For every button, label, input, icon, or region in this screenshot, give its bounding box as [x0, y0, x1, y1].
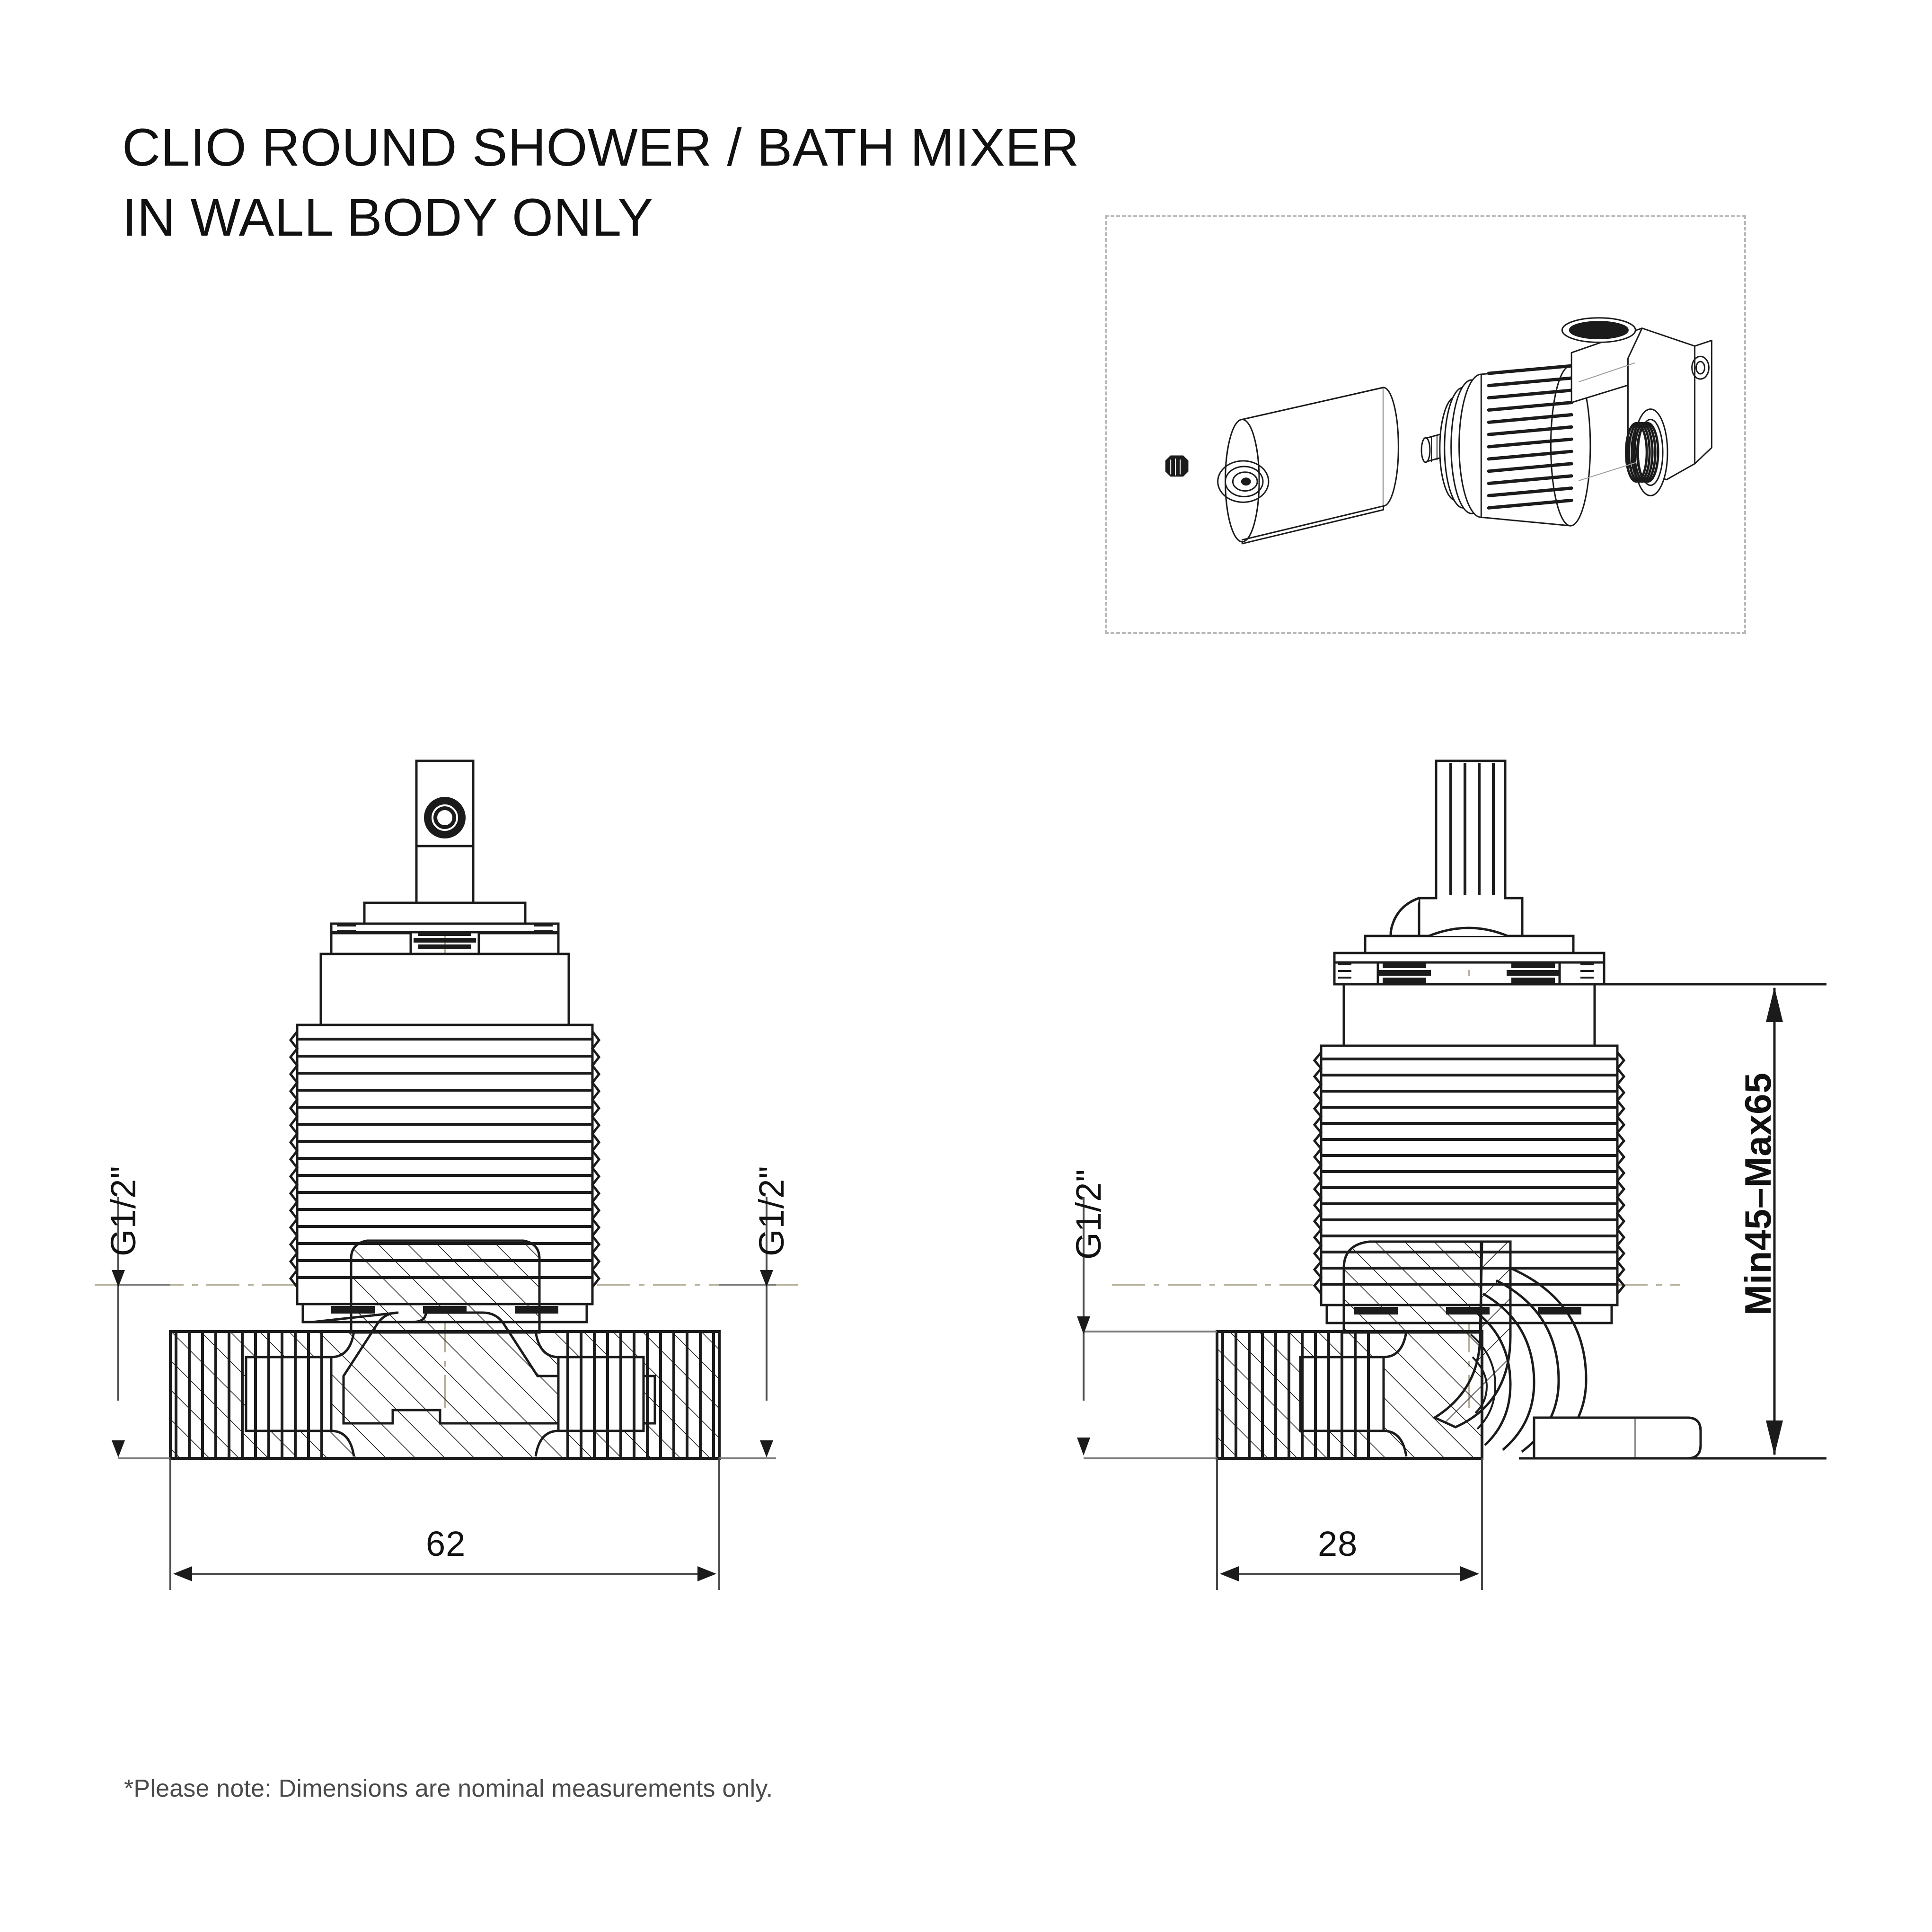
valve-body-part [1561, 317, 1712, 496]
dimension-label-body-width: 62 [426, 1524, 466, 1563]
side-section-drawing [1077, 759, 1826, 1590]
exploded-view-box [1105, 215, 1746, 634]
male-thread-right-part [566, 1332, 715, 1458]
dimension-label-body-depth: 28 [1318, 1524, 1358, 1563]
gland-nut-part [330, 901, 560, 955]
male-thread-inlet-part [1221, 1332, 1370, 1458]
dimension-thread-inlet [1077, 1197, 1217, 1459]
title-line-2: IN WALL BODY ONLY [122, 187, 653, 247]
dimension-body-width [169, 1458, 720, 1590]
gland-nut-part [1333, 926, 1606, 986]
dimension-label-thread-inlet: G1/2" [1069, 1169, 1108, 1260]
male-thread-left-part [175, 1332, 323, 1458]
side-cross-section-view: G1/2" 28 Min45–Max65 [970, 719, 1932, 1647]
grub-screw-icon [1165, 455, 1189, 477]
page-title: CLIO ROUND SHOWER / BATH MIXER IN WALL B… [122, 113, 1079, 253]
front-cross-section-view: G1/2" G1/2" 62 [0, 719, 970, 1647]
dimension-thread-left [112, 1197, 170, 1459]
dimension-wall-depth [1519, 983, 1826, 1460]
cartridge-thread-part [1480, 364, 1591, 527]
dimension-label-thread-left: G1/2" [104, 1165, 143, 1256]
spindle-part [415, 759, 475, 904]
dimension-label-thread-right: G1/2" [752, 1165, 791, 1256]
front-section-drawing [95, 759, 804, 1590]
dimension-body-depth [1216, 1458, 1483, 1590]
exploded-view-illustration [1165, 317, 1712, 545]
footnote-text: *Please note: Dimensions are nominal mea… [124, 1775, 773, 1802]
cartridge-shoulder-part [1342, 983, 1596, 1047]
cartridge-shoulder-part [319, 953, 570, 1026]
dimension-thread-right [719, 1197, 776, 1459]
dimension-label-wall-depth: Min45–Max65 [1737, 1072, 1779, 1315]
valve-body-section-part [169, 1239, 721, 1460]
title-line-1: CLIO ROUND SHOWER / BATH MIXER [122, 118, 1079, 177]
handle-cap-part [1217, 387, 1399, 545]
